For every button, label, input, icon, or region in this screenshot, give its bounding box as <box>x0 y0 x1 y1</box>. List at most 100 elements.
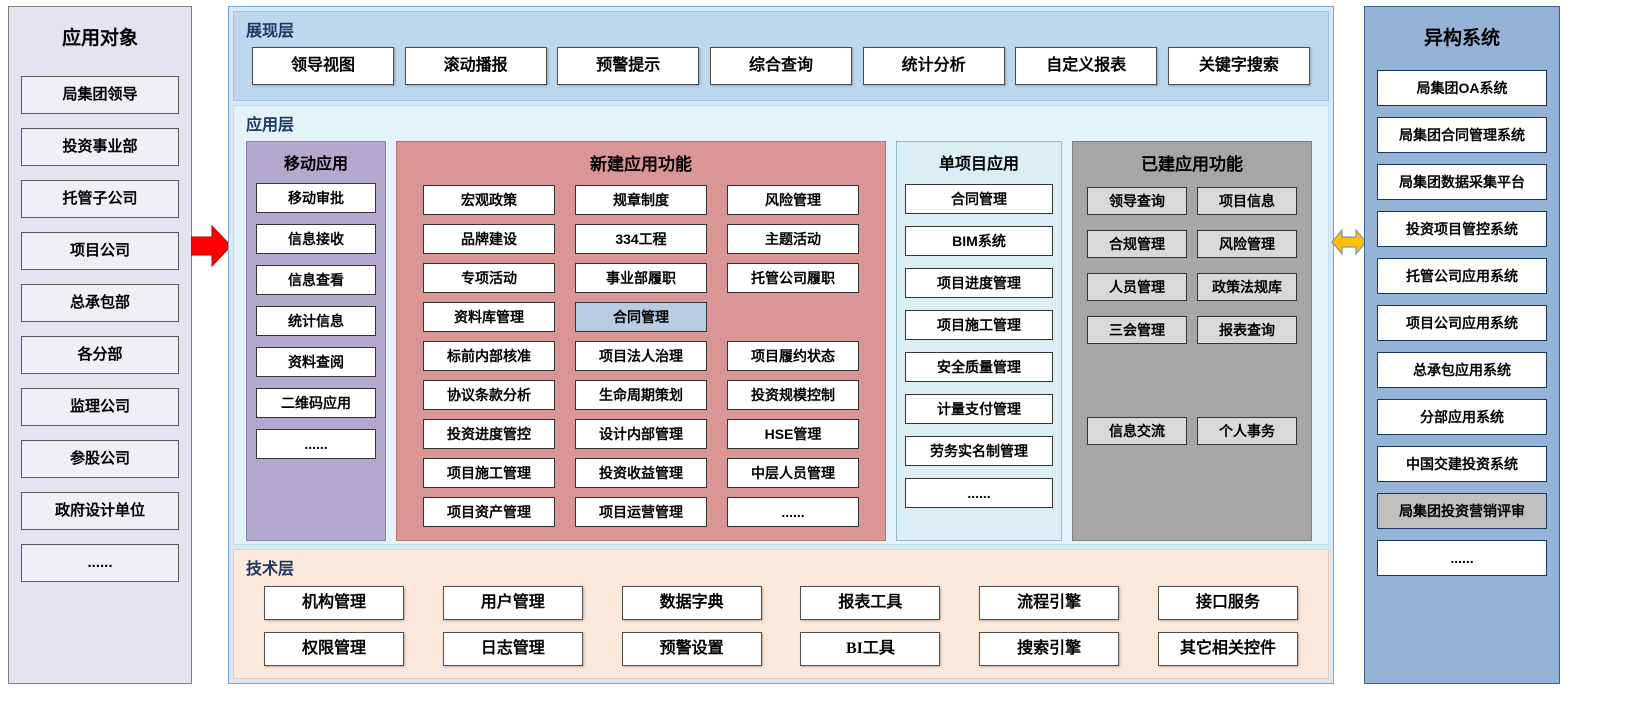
technology-item: 接口服务 <box>1157 586 1298 621</box>
presentation-item: 领导视图 <box>252 47 394 85</box>
function-item: HSE管理 <box>727 418 859 449</box>
presentation-layer: 展现层 领导视图 滚动播报 预警提示 综合查询 统计分析 自定义报表 关键字搜索 <box>233 11 1329 101</box>
function-item-highlighted: 合同管理 <box>575 301 707 332</box>
system-item: 分部应用系统 <box>1377 399 1547 435</box>
yellow-sync-arrow-icon <box>1331 228 1367 256</box>
function-item: 协议条款分析 <box>423 379 555 410</box>
technology-item: 机构管理 <box>264 586 404 621</box>
built-functions-title: 已建应用功能 <box>1141 154 1243 174</box>
system-item: 局集团合同管理系统 <box>1377 117 1547 153</box>
system-item: 项目公司应用系统 <box>1377 305 1547 341</box>
function-item: ...... <box>727 496 859 527</box>
mobile-item: ...... <box>256 428 376 459</box>
platform-panel: 展现层 领导视图 滚动播报 预警提示 综合查询 统计分析 自定义报表 关键字搜索… <box>228 6 1334 684</box>
technology-item: 日志管理 <box>442 632 583 667</box>
single-project-item: 劳务实名制管理 <box>905 435 1053 466</box>
mobile-item: 信息查看 <box>256 264 376 295</box>
technology-item: 报表工具 <box>800 586 941 621</box>
built-functions-row: 信息交流 个人事务 <box>1087 416 1297 445</box>
technology-item: 数据字典 <box>621 586 762 621</box>
application-object-item: ...... <box>21 544 179 582</box>
new-functions-col3: 风险管理 主题活动 托管公司履职 项目履约状态 投资规模控制 HSE管理 中层人… <box>727 184 859 527</box>
technology-item: 预警设置 <box>621 632 762 667</box>
presentation-layer-label: 展现层 <box>246 23 295 40</box>
application-object-item: 各分部 <box>21 336 179 374</box>
built-function-item: 个人事务 <box>1197 416 1297 445</box>
function-item: 项目运营管理 <box>575 496 707 527</box>
function-item: 项目法人治理 <box>575 340 707 371</box>
application-object-item: 局集团领导 <box>21 76 179 114</box>
function-item: 专项活动 <box>423 262 555 293</box>
red-flow-arrow-icon <box>191 224 231 268</box>
function-item: 资料库管理 <box>423 301 555 332</box>
presentation-item: 关键字搜索 <box>1167 47 1310 85</box>
function-item: 托管公司履职 <box>727 262 859 293</box>
single-project-item: BIM系统 <box>905 225 1053 256</box>
technology-item: 其它相关控件 <box>1157 632 1298 667</box>
new-functions-panel: 新建应用功能 宏观政策 品牌建设 专项活动 资料库管理 标前内部核准 协议条款分… <box>396 140 886 541</box>
mobile-item: 资料查阅 <box>256 346 376 377</box>
function-item: 品牌建设 <box>423 223 555 254</box>
system-item: ...... <box>1377 540 1547 576</box>
system-item: 总承包应用系统 <box>1377 352 1547 388</box>
built-function-item: 信息交流 <box>1087 416 1187 445</box>
new-functions-title: 新建应用功能 <box>590 154 692 174</box>
new-functions-col1: 宏观政策 品牌建设 专项活动 资料库管理 标前内部核准 协议条款分析 投资进度管… <box>423 184 555 527</box>
function-item: 项目资产管理 <box>423 496 555 527</box>
mobile-application-title: 移动应用 <box>283 155 348 173</box>
system-item: 中国交建投资系统 <box>1377 446 1547 482</box>
application-objects-list: 局集团领导 投资事业部 托管子公司 项目公司 总承包部 各分部 监理公司 参股公… <box>9 56 191 582</box>
application-object-item: 参股公司 <box>21 440 179 478</box>
function-item: 中层人员管理 <box>727 457 859 488</box>
function-item: 主题活动 <box>727 223 859 254</box>
single-project-list: 合同管理 BIM系统 项目进度管理 项目施工管理 安全质量管理 计量支付管理 劳… <box>897 183 1061 508</box>
mobile-application-list: 移动审批 信息接收 信息查看 统计信息 资料查阅 二维码应用 ...... <box>247 182 385 459</box>
single-project-item: 计量支付管理 <box>905 393 1053 424</box>
presentation-item: 预警提示 <box>557 47 700 85</box>
function-item: 风险管理 <box>727 184 859 215</box>
application-layer: 应用层 移动应用 移动审批 信息接收 信息查看 统计信息 资料查阅 二维码应用 … <box>233 104 1329 546</box>
system-item: 局集团数据采集平台 <box>1377 164 1547 200</box>
function-item: 生命周期策划 <box>575 379 707 410</box>
built-function-item: 风险管理 <box>1197 229 1297 258</box>
mobile-item: 二维码应用 <box>256 387 376 418</box>
application-object-item: 监理公司 <box>21 388 179 426</box>
function-item: 投资收益管理 <box>575 457 707 488</box>
built-function-item: 领导查询 <box>1087 186 1187 215</box>
technology-item: 搜索引擎 <box>979 632 1120 667</box>
function-item: 334工程 <box>575 223 707 254</box>
function-item: 项目履约状态 <box>727 340 859 371</box>
function-item: 事业部履职 <box>575 262 707 293</box>
mobile-item: 信息接收 <box>256 223 376 254</box>
single-project-item: ...... <box>905 477 1053 508</box>
empty-cell <box>727 302 859 332</box>
single-project-item: 合同管理 <box>905 183 1053 214</box>
application-object-item: 投资事业部 <box>21 128 179 166</box>
presentation-item: 统计分析 <box>862 47 1005 85</box>
built-functions-row: 领导查询 项目信息 <box>1087 186 1297 215</box>
built-function-item: 合规管理 <box>1087 229 1187 258</box>
mobile-application-panel: 移动应用 移动审批 信息接收 信息查看 统计信息 资料查阅 二维码应用 ....… <box>246 140 386 541</box>
application-objects-title: 应用对象 <box>61 28 138 49</box>
presentation-item: 综合查询 <box>709 47 852 85</box>
presentation-buttons: 领导视图 滚动播报 预警提示 综合查询 统计分析 自定义报表 关键字搜索 <box>234 43 1328 85</box>
mobile-item: 移动审批 <box>256 182 376 213</box>
presentation-item: 自定义报表 <box>1015 47 1158 85</box>
built-functions-grid: 领导查询 项目信息 合规管理 风险管理 人员管理 政策法规库 三会管理 <box>1073 186 1311 445</box>
built-function-item: 报表查询 <box>1197 315 1297 344</box>
application-objects-panel: 应用对象 局集团领导 投资事业部 托管子公司 项目公司 总承包部 各分部 监理公… <box>8 6 192 684</box>
application-layer-label: 应用层 <box>246 116 295 134</box>
function-item: 投资规模控制 <box>727 379 859 410</box>
function-item: 宏观政策 <box>423 184 555 215</box>
built-function-item: 项目信息 <box>1197 186 1297 215</box>
new-functions-col2: 规章制度 334工程 事业部履职 合同管理 项目法人治理 生命周期策划 设计内部… <box>575 184 707 527</box>
technology-item: BI工具 <box>800 632 941 667</box>
single-project-item: 项目施工管理 <box>905 309 1053 340</box>
application-object-item: 托管子公司 <box>21 180 179 218</box>
technology-item: 权限管理 <box>264 632 404 667</box>
single-project-title: 单项目应用 <box>938 155 1019 173</box>
built-function-item: 人员管理 <box>1087 272 1187 301</box>
function-item: 投资进度管控 <box>423 418 555 449</box>
function-item: 设计内部管理 <box>575 418 707 449</box>
